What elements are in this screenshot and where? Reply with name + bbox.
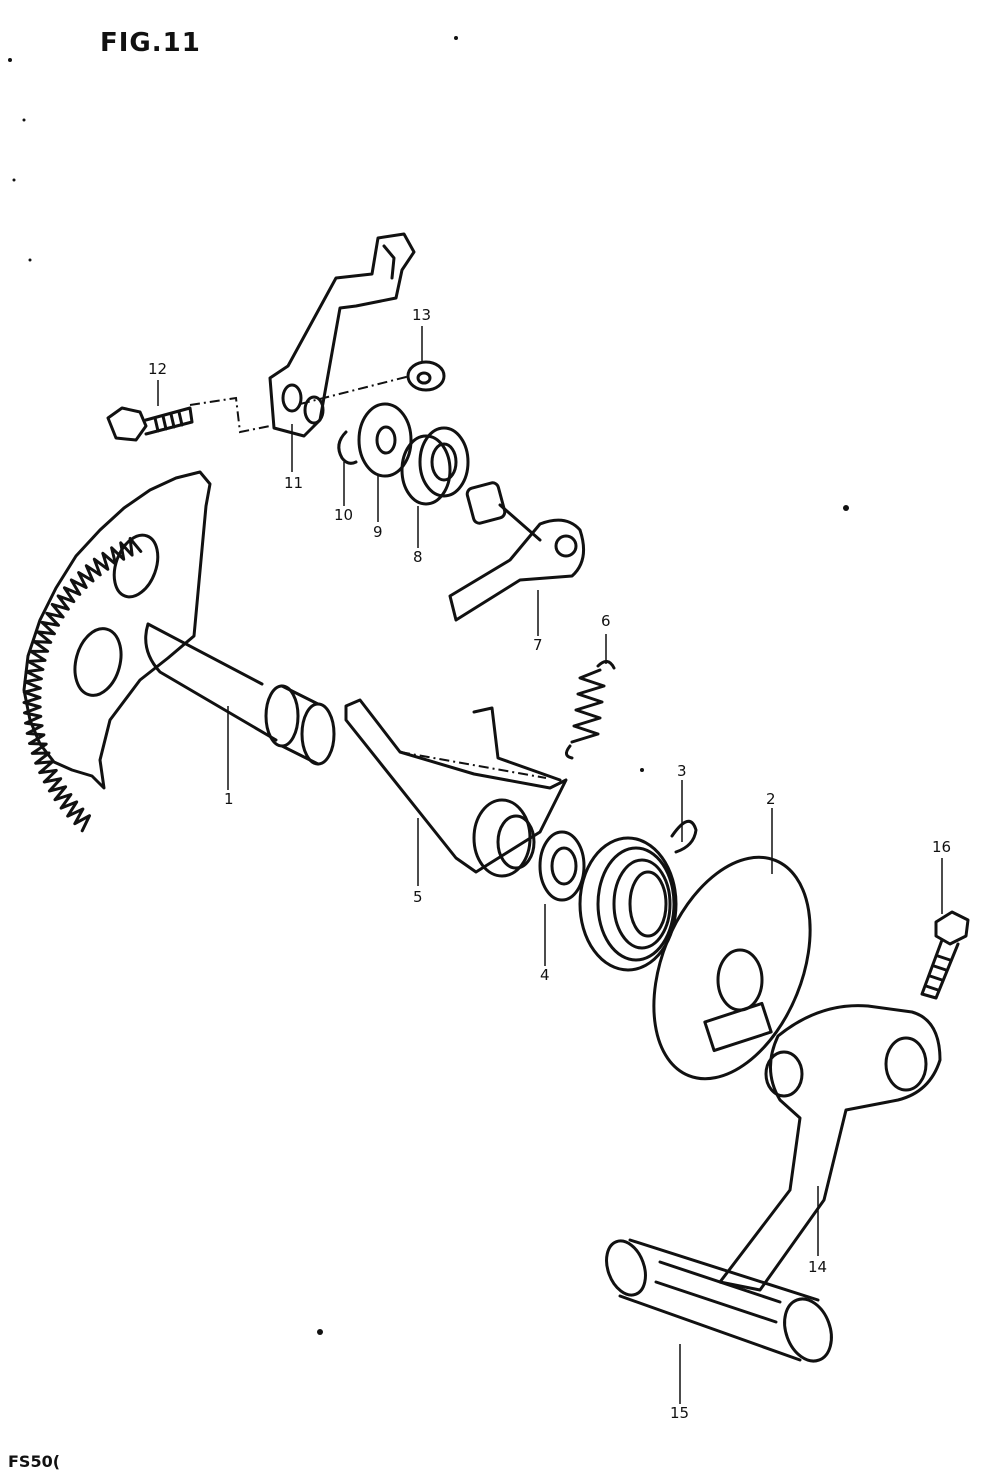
part-7-pawl-shaft xyxy=(448,481,586,622)
assembly-axis-line-lower xyxy=(399,751,547,779)
callout-leaders xyxy=(157,326,943,1404)
callout-5: 5 xyxy=(413,888,423,906)
callout-13: 13 xyxy=(412,306,432,324)
callout-10: 10 xyxy=(334,506,354,524)
part-14-kick-lever xyxy=(718,1004,942,1292)
assembly-axis-line xyxy=(189,375,411,434)
callout-7: 7 xyxy=(533,636,543,654)
part-3-return-spring xyxy=(578,819,698,972)
part-13-nut xyxy=(406,360,446,392)
callout-4: 4 xyxy=(540,966,550,984)
part-11-lever-plate xyxy=(268,232,416,438)
callout-2: 2 xyxy=(766,790,776,808)
part-5-kick-guide xyxy=(344,698,568,878)
gear-teeth xyxy=(22,537,143,833)
diagram-code: FS50( xyxy=(8,1452,61,1471)
part-15-grip xyxy=(605,1238,833,1363)
callout-15: 15 xyxy=(670,1404,690,1422)
callout-6: 6 xyxy=(601,612,611,630)
part-9-washer xyxy=(357,402,413,478)
scan-specks xyxy=(8,36,849,1335)
part-16-bolt xyxy=(920,910,970,1000)
part-8-bushing xyxy=(400,426,470,506)
part-1-kick-gear-shaft xyxy=(22,470,336,833)
part-12-bolt xyxy=(106,406,194,442)
callout-12: 12 xyxy=(148,360,168,378)
part-10-circlip xyxy=(337,430,358,465)
figure-title: FIG.11 xyxy=(100,28,201,58)
callout-1: 1 xyxy=(224,790,234,808)
part-2-spring-guide xyxy=(652,855,812,1081)
callout-8: 8 xyxy=(413,548,423,566)
callout-14: 14 xyxy=(808,1258,828,1276)
callout-9: 9 xyxy=(373,523,383,541)
callout-3: 3 xyxy=(677,762,687,780)
part-4-washer xyxy=(538,830,586,902)
part-6-spring xyxy=(565,660,616,760)
callout-16: 16 xyxy=(932,838,952,856)
callout-11: 11 xyxy=(284,474,304,492)
